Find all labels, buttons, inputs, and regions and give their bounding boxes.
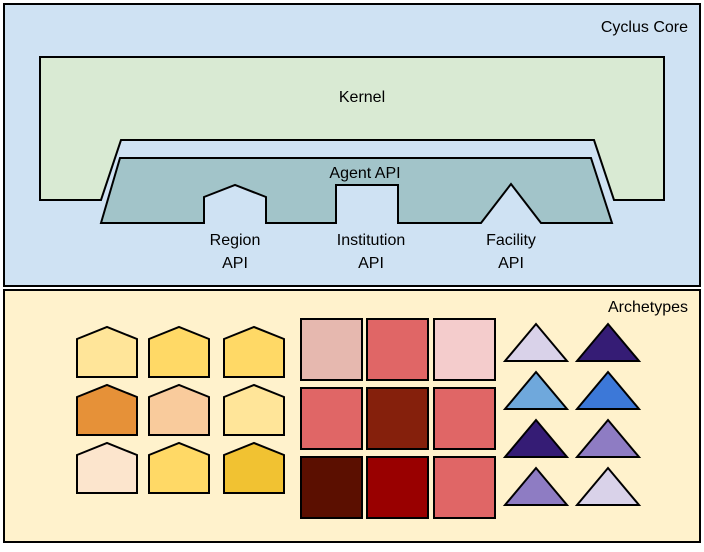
facility-archetype-triangle <box>502 466 570 506</box>
archetypes-title: Archetypes <box>608 299 688 316</box>
region-archetype-house <box>148 383 210 436</box>
region-archetype-house <box>223 325 285 378</box>
institution-archetype-square <box>433 387 496 450</box>
institution-api-label: Institution <box>337 232 405 249</box>
facility-archetype-triangle <box>502 418 570 458</box>
region-archetype-house <box>148 325 210 378</box>
institution-archetypes <box>300 318 496 519</box>
region-archetype-house <box>223 383 285 436</box>
cyclus-core-title: Cyclus Core <box>601 19 688 36</box>
facility-archetype-triangle <box>502 370 570 410</box>
facility-archetype-triangle <box>574 370 642 410</box>
region-archetype-house <box>76 325 138 378</box>
region-api-label: Region <box>210 232 261 249</box>
institution-archetype-square <box>366 318 429 381</box>
institution-archetype-square <box>433 318 496 381</box>
institution-archetype-square <box>366 456 429 519</box>
agent-api-block <box>99 157 614 224</box>
region-archetypes <box>76 325 285 494</box>
kernel-label: Kernel <box>339 89 385 106</box>
institution-archetype-square <box>300 456 363 519</box>
institution-archetype-square <box>300 387 363 450</box>
facility-archetype-triangle <box>574 466 642 506</box>
facility-api-label: Facility <box>486 232 536 249</box>
region-archetype-house <box>148 441 210 494</box>
facility-archetype-triangle <box>574 322 642 362</box>
region-archetype-house <box>223 441 285 494</box>
facility-archetype-triangle <box>502 322 570 362</box>
facility-api-label-line2: API <box>498 255 524 272</box>
institution-archetype-square <box>433 456 496 519</box>
region-api-label-line2: API <box>222 255 248 272</box>
region-archetype-house <box>76 383 138 436</box>
institution-archetype-square <box>300 318 363 381</box>
kernel-block <box>39 56 665 201</box>
agent-api-label: Agent API <box>329 165 400 182</box>
institution-archetype-square <box>366 387 429 450</box>
institution-api-label-line2: API <box>358 255 384 272</box>
facility-archetype-triangle <box>574 418 642 458</box>
facility-archetypes <box>502 322 642 506</box>
region-archetype-house <box>76 441 138 494</box>
